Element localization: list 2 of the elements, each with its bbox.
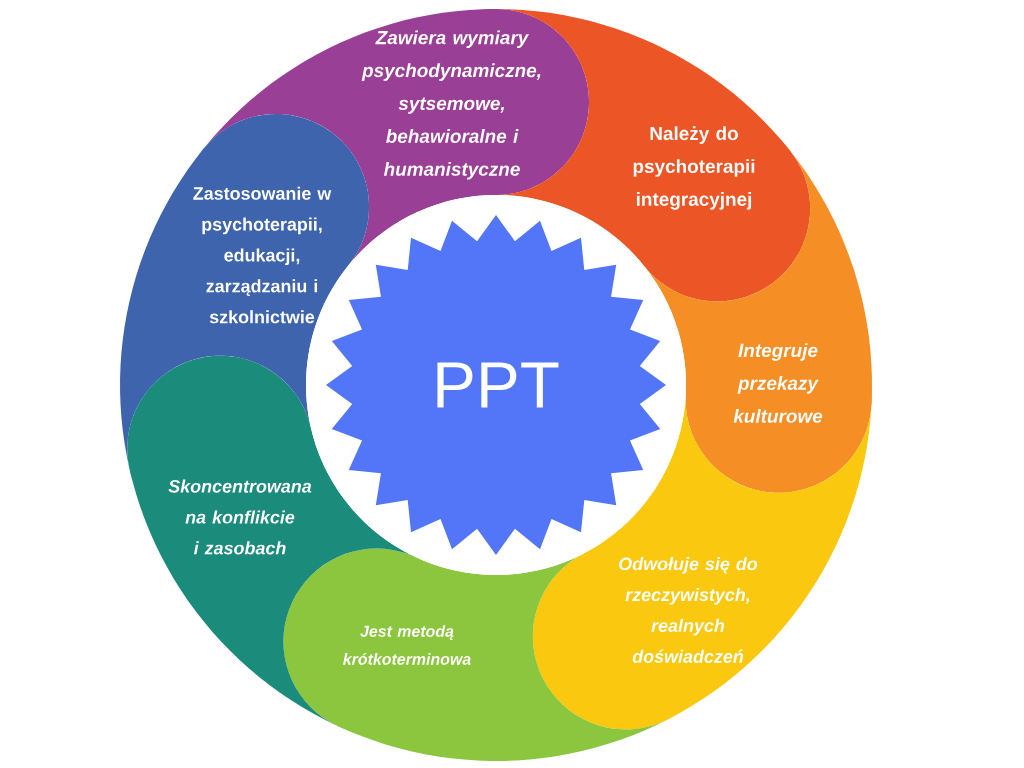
node-label: kulturowe — [733, 408, 823, 423]
star-badge: PPT — [326, 215, 666, 555]
